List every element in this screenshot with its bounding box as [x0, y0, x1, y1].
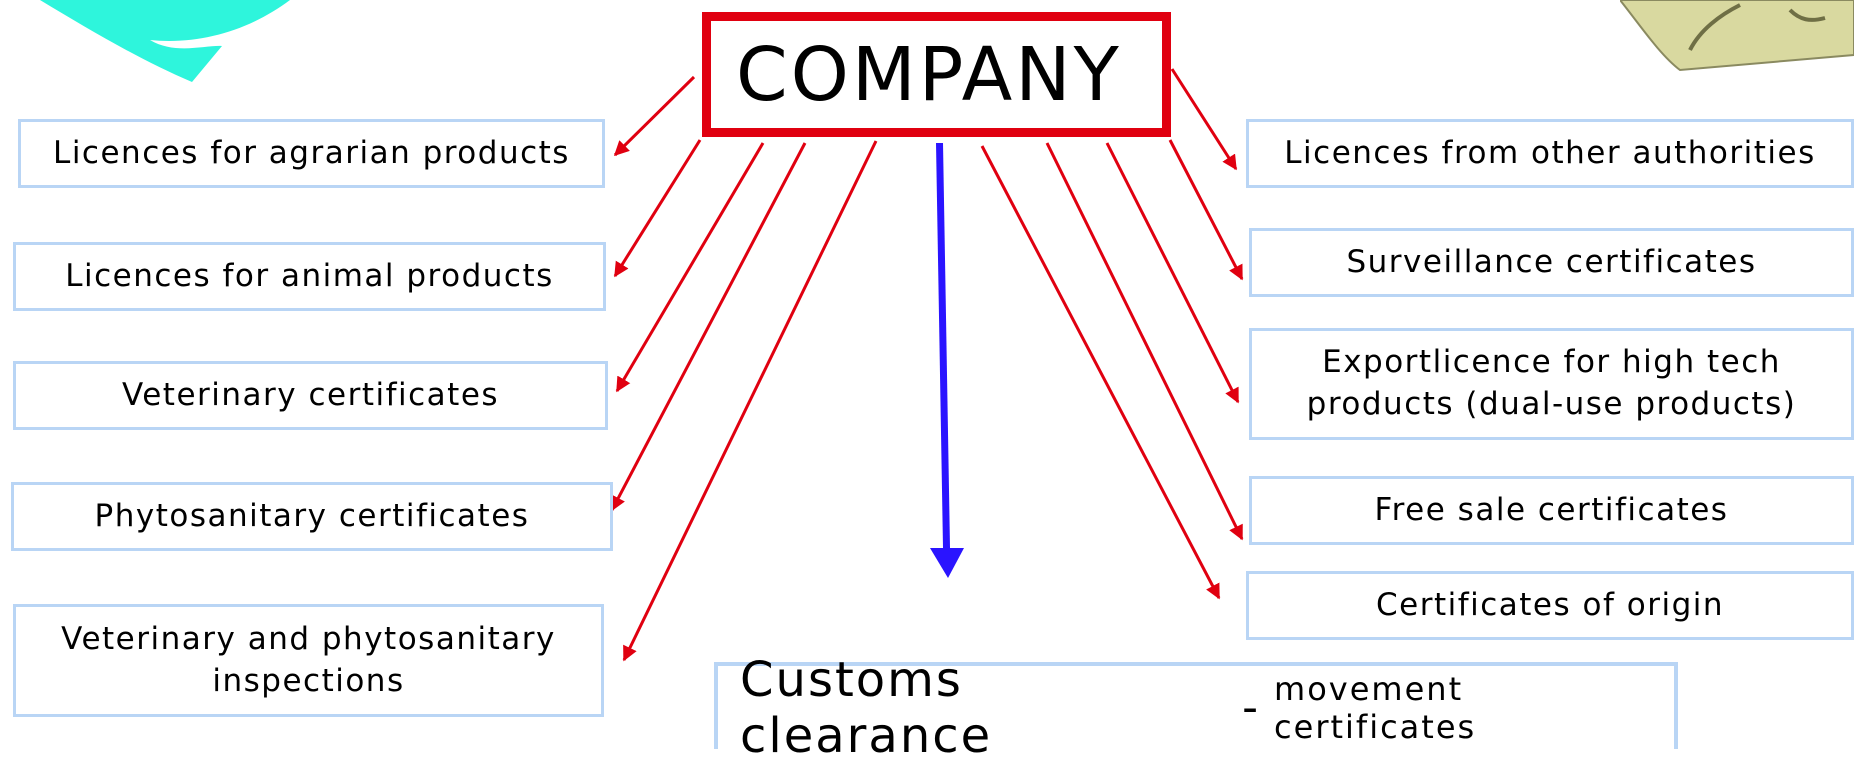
box-label: Licences for agrarian products [53, 134, 570, 171]
box-label: Licences for animal products [65, 257, 554, 294]
arrow-to-agrarian-licences [613, 75, 696, 157]
box-label: Veterinary certificates [121, 376, 500, 413]
arrow-to-surveillance-certificates [1168, 139, 1244, 281]
box-free-sale-certificates: Free sale certificates [1249, 476, 1854, 545]
box-label: Surveillance certificates [1346, 243, 1757, 280]
arrow-to-animal-licences [613, 139, 702, 278]
company-label: COMPANY [736, 31, 1122, 118]
box-veterinary-certificates: Veterinary certificates [13, 361, 608, 430]
blue-arrow-to-customs [930, 143, 964, 578]
box-label: Free sale certificates [1374, 491, 1729, 528]
teal-swoosh-graphic [40, 0, 290, 82]
box-label: Phytosanitary certificates [94, 497, 530, 534]
khaki-corner-graphic [1620, 0, 1854, 72]
arrow-to-phytosanitary-certificates [610, 142, 807, 512]
arrow-to-certificates-of-origin [980, 145, 1221, 600]
arrow-to-veterinary-certificates [615, 142, 765, 393]
arrow-to-other-authorities [1170, 68, 1238, 171]
box-label: Certificates of origin [1375, 586, 1725, 623]
customs-clearance-box: Customs clearance - movement certificate… [714, 652, 1678, 764]
box-certificates-of-origin: Certificates of origin [1246, 571, 1854, 640]
red-arrows [610, 68, 1244, 662]
company-box: COMPANY [702, 12, 1171, 137]
customs-separator: - [1242, 682, 1261, 733]
box-agrarian-licences: Licences for agrarian products [18, 119, 605, 188]
box-veterinary-phytosanitary-inspections: Veterinary and phytosanitary inspections [13, 604, 604, 717]
box-phytosanitary-certificates: Phytosanitary certificates [11, 482, 613, 551]
box-dual-use-exportlicence: Exportlicence for high tech products (du… [1249, 328, 1854, 440]
customs-sub-label: movement certificates [1274, 669, 1477, 746]
customs-main-label: Customs clearance [740, 651, 993, 764]
arrow-to-free-sale-certificates [1045, 142, 1244, 541]
box-surveillance-certificates: Surveillance certificates [1249, 228, 1854, 297]
box-label: Licences from other authorities [1284, 134, 1816, 171]
box-other-authorities-licences: Licences from other authorities [1246, 119, 1854, 188]
arrow-to-inspections [622, 140, 878, 662]
box-label: Exportlicence for high tech products (du… [1306, 344, 1797, 422]
box-animal-licences: Licences for animal products [13, 242, 606, 311]
arrow-to-exportlicence [1105, 142, 1240, 404]
box-label: Veterinary and phytosanitary inspections [61, 620, 556, 699]
